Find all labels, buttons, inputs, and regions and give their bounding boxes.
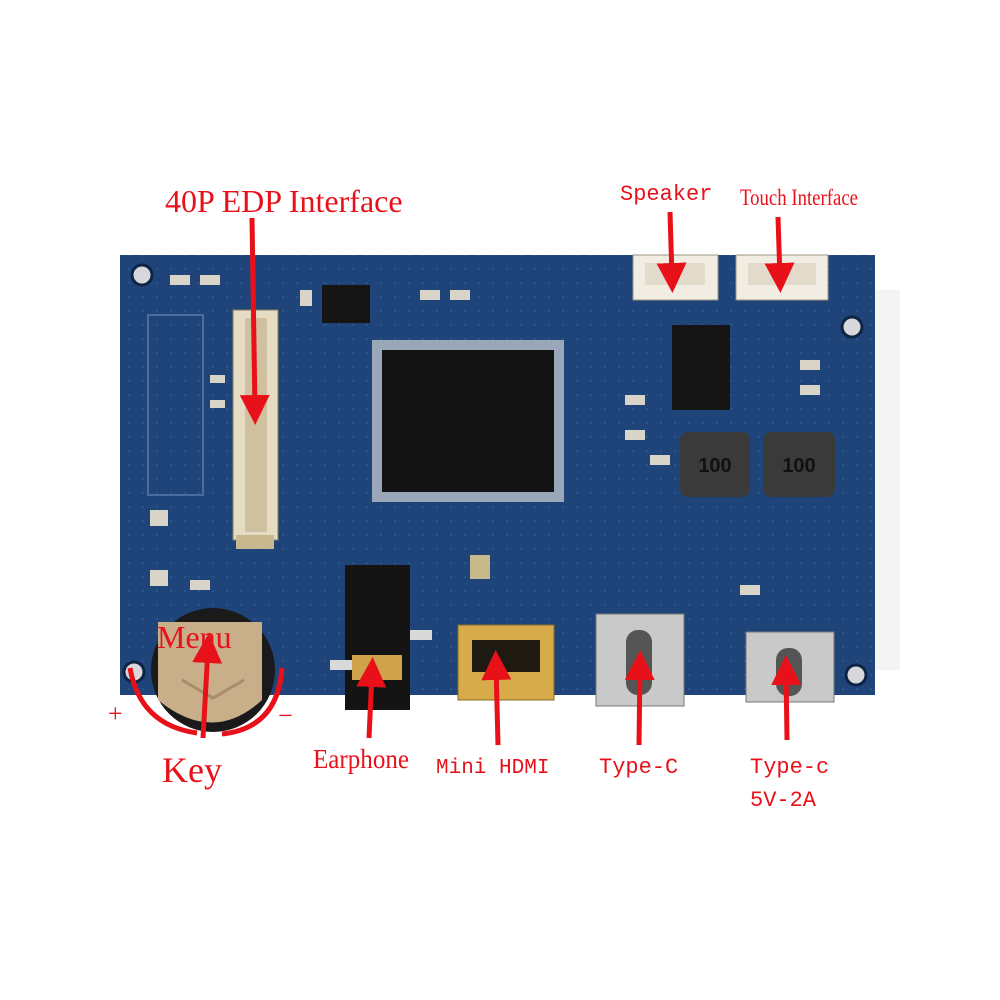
edp-connector xyxy=(232,309,279,549)
minus-arc xyxy=(221,667,285,737)
label-type-c-power: Type-c xyxy=(750,755,829,780)
label-mini-hdmi: Mini HDMI xyxy=(436,757,549,780)
inductor-left: 100 xyxy=(680,432,750,497)
svg-text:100: 100 xyxy=(782,455,815,477)
eeprom-chip xyxy=(322,285,370,323)
amp-chip xyxy=(672,325,730,410)
main-chip xyxy=(372,340,564,502)
annotation-arrows xyxy=(127,211,802,746)
label-minus: − xyxy=(278,701,293,730)
svg-text:100: 100 xyxy=(698,455,731,477)
smd-components xyxy=(150,275,820,595)
mini-hdmi-port xyxy=(457,624,555,701)
menu-key-knob xyxy=(151,608,275,732)
plus-arc xyxy=(127,667,198,736)
label-plus: + xyxy=(108,699,123,728)
inductor-right: 100 xyxy=(763,432,835,497)
label-touch: Touch Interface xyxy=(740,185,858,210)
mounting-holes xyxy=(122,263,868,687)
label-key: Key xyxy=(162,750,222,790)
label-edp: 40P EDP Interface xyxy=(165,183,403,219)
label-menu: Menu xyxy=(157,619,232,655)
type-c-power-port xyxy=(745,631,835,703)
label-type-c-power-rating: 5V-2A xyxy=(750,788,817,813)
label-speaker: Speaker xyxy=(620,182,712,207)
label-type-c: Type-C xyxy=(599,755,678,780)
speaker-header xyxy=(632,254,719,301)
label-earphone: Earphone xyxy=(313,744,409,774)
